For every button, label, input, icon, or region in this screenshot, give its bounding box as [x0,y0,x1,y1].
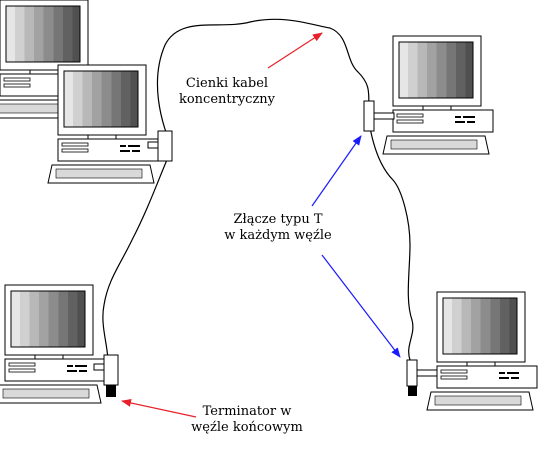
arrow-terminator [121,398,197,418]
label-terminator-line2: węźle końcowym [191,420,303,435]
arrow-cable [267,32,323,69]
label-terminator-line1: Terminator w [202,404,292,419]
arrow-tconn-top [311,135,362,207]
node-top-right [382,35,494,155]
t-connector-bottom-right [406,359,438,396]
t-connector-top-right [363,100,395,132]
label-cable-line1: Cienki kabel [185,76,269,91]
label-terminator: Terminator w węźle końcowym [187,404,307,436]
node-bottom-right [426,291,538,411]
terminator-bottom-right [408,386,417,396]
node-top-left [47,64,159,184]
arrow-tconn-bottom [321,254,401,358]
t-connector-top-left [147,130,173,162]
label-t-connector: Złącze typu T w każdym węźle [213,212,343,244]
label-t-connector-line2: w każdym węźle [224,228,332,243]
label-t-connector-line1: Złącze typu T [233,212,323,227]
terminator-bottom-left [106,385,116,397]
node-bottom-left [0,284,106,404]
label-cable: Cienki kabel koncentryczny [172,76,282,108]
label-cable-line2: koncentryczny [178,92,276,107]
coax-cable [102,18,414,363]
t-connector-bottom-left [93,354,119,397]
